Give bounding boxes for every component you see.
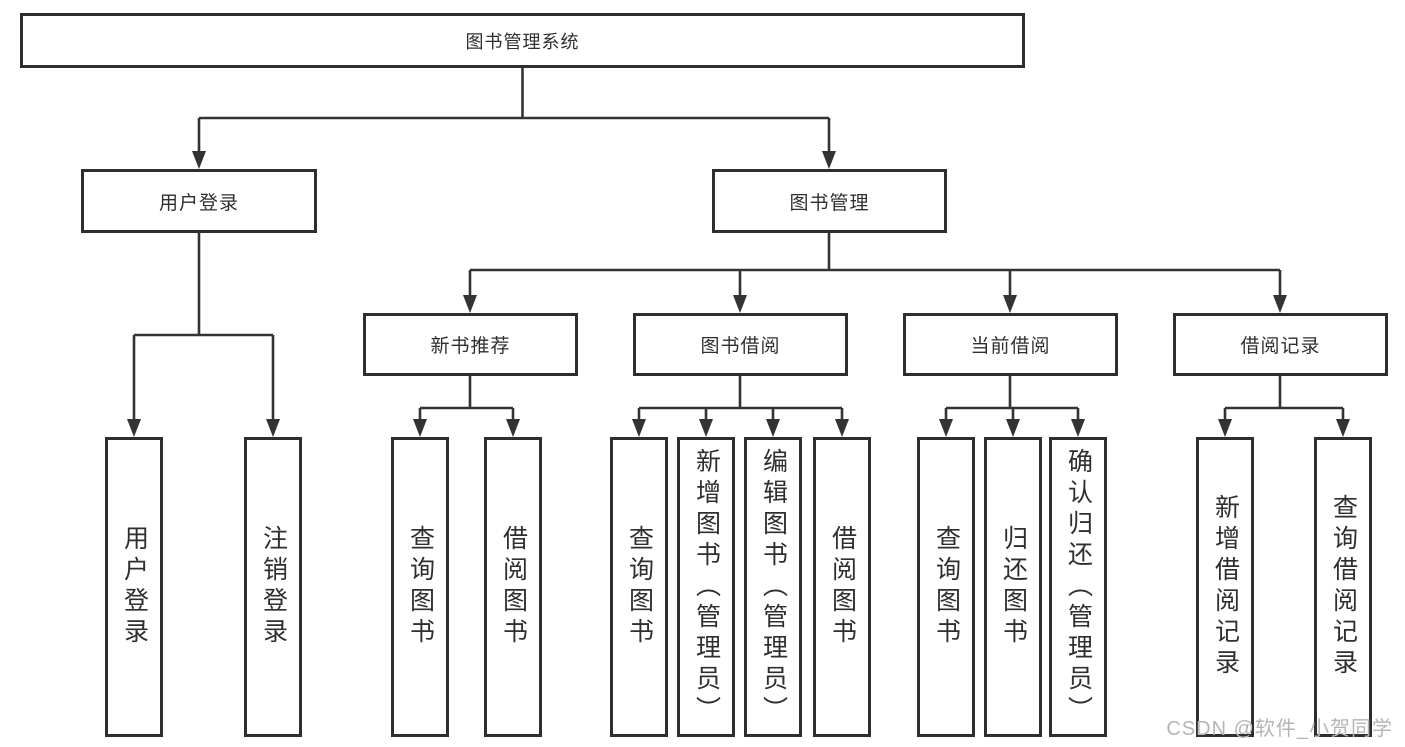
node-label: 图书借阅: [700, 336, 781, 357]
leaf-add-borrow-record: 新增借阅记录: [1196, 437, 1254, 737]
leaf-logout: 注销登录: [244, 437, 302, 737]
node-label: 查询图书: [625, 525, 654, 649]
leaf-user-login: 用户登录: [105, 437, 163, 737]
leaf-return-books: 归还图书: [984, 437, 1042, 737]
node-label: 借阅记录: [1240, 336, 1321, 357]
leaf-query-books-recommend: 查询图书: [391, 437, 449, 737]
node-label: 新增图书（管理员）: [692, 447, 721, 727]
csdn-watermark: CSDN @软件_小贺同学: [1166, 718, 1393, 740]
node-book-management: 图书管理: [712, 169, 947, 233]
node-label: 查询图书: [932, 525, 961, 649]
leaf-add-books-admin: 新增图书（管理员）: [677, 437, 735, 737]
leaf-query-books-current: 查询图书: [917, 437, 975, 737]
node-label: 新增借阅记录: [1211, 494, 1240, 680]
node-label: 图书管理: [789, 192, 870, 214]
node-label: 当前借阅: [970, 336, 1051, 357]
node-label: 查询图书: [406, 525, 435, 649]
node-label: 新书推荐: [430, 336, 511, 357]
node-label: 归还图书: [999, 525, 1028, 649]
node-label: 图书管理系统: [465, 31, 580, 52]
node-user-login: 用户登录: [81, 169, 317, 233]
node-label: 注销登录: [259, 525, 288, 649]
node-label: 编辑图书（管理员）: [759, 447, 788, 727]
leaf-borrow-books-recommend: 借阅图书: [484, 437, 542, 737]
node-borrowing-records: 借阅记录: [1173, 313, 1388, 376]
node-label: 用户登录: [120, 525, 149, 649]
node-new-book-recommend: 新书推荐: [363, 313, 578, 376]
leaf-borrow-books: 借阅图书: [813, 437, 871, 737]
node-label: 确认归还（管理员）: [1064, 447, 1093, 727]
node-label: 借阅图书: [828, 525, 857, 649]
leaf-edit-books-admin: 编辑图书（管理员）: [744, 437, 802, 737]
node-label: 用户登录: [158, 192, 239, 214]
node-root-system: 图书管理系统: [20, 13, 1025, 68]
node-book-borrowing: 图书借阅: [633, 313, 848, 376]
node-current-borrowing: 当前借阅: [903, 313, 1118, 376]
node-label: 借阅图书: [499, 525, 528, 649]
node-label: 查询借阅记录: [1329, 494, 1358, 680]
leaf-query-borrow-record: 查询借阅记录: [1314, 437, 1372, 737]
leaf-query-books-borrow: 查询图书: [610, 437, 668, 737]
leaf-confirm-return-admin: 确认归还（管理员）: [1049, 437, 1107, 737]
